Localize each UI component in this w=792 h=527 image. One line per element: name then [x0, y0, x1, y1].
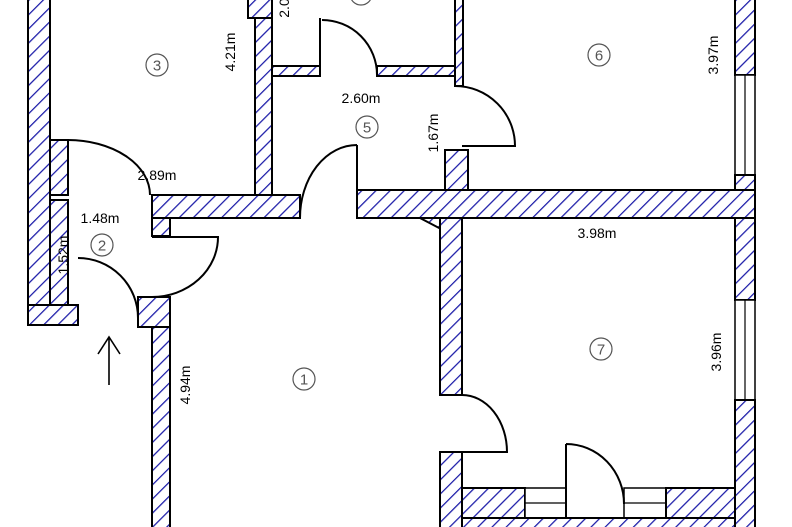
room-markers: 1 2 3 5 6 7: [90, 0, 613, 391]
dim-3-98: 3.98m: [578, 225, 617, 241]
door-room6: [454, 85, 517, 147]
room-7-circle: [589, 337, 613, 361]
dim-2-60: 2.60m: [342, 90, 381, 106]
wall-room3-left: [27, 0, 51, 326]
door-entrance: [77, 257, 139, 327]
dim-4-21: 4.21m: [222, 33, 238, 72]
wall-room1-top-left: [151, 194, 301, 219]
doors: [67, 18, 625, 518]
room-5-circle: [355, 115, 379, 139]
room-2-label: 2: [98, 238, 106, 255]
room-5-label: 5: [363, 120, 371, 137]
dim-4-94: 4.94m: [177, 366, 193, 405]
dim-1-52: 1.52m: [55, 236, 71, 275]
door-room7-left: [461, 394, 509, 453]
room-4-circle: [351, 0, 371, 6]
wall-room2-bottom: [27, 304, 79, 326]
room-1-label: 1: [300, 372, 308, 389]
wall-room3-right: [254, 0, 273, 196]
door-room1: [299, 144, 358, 219]
dim-3-96: 3.96m: [708, 333, 724, 372]
wall-room7-bottom-left: [461, 487, 526, 519]
room-2-circle: [90, 233, 114, 257]
walls: [27, 0, 756, 527]
up-arrow-icon: [97, 335, 121, 385]
room-6-circle: [587, 43, 611, 67]
wall-room7-bottom-right: [665, 487, 736, 519]
wall-room4-bottom-right: [376, 65, 463, 77]
dim-2-89: 2.89m: [138, 167, 177, 183]
wall-corner: [137, 296, 171, 328]
wall-room5-right: [444, 149, 469, 191]
wall-room6-right-bottom: [734, 174, 756, 191]
wall-room6-right-top: [734, 0, 756, 76]
wall-stub: [151, 217, 171, 237]
entrance-arrow: [97, 335, 121, 385]
dim-3-97: 3.97m: [705, 36, 721, 75]
room-3-label: 3: [153, 58, 161, 75]
wall-room1-left: [151, 326, 171, 527]
wall-room3-lower: [49, 139, 69, 196]
room-6-label: 6: [595, 48, 603, 65]
door-room4: [319, 18, 378, 76]
room-3-circle: [145, 53, 169, 77]
wall-room7-right-top: [734, 217, 756, 301]
wall-room7-left-bottom: [439, 451, 463, 527]
wall-room2-left: [49, 199, 69, 306]
dimensions: 2.89m 4.21m 2.0 2.60m 1.67m 3.97m 1.48m …: [55, 0, 724, 404]
room-1-circle: [292, 367, 316, 391]
room-7-label: 7: [597, 342, 605, 359]
wall-room7-left-top: [439, 217, 463, 396]
dim-2-0: 2.0: [276, 0, 292, 18]
door-room7-bottom: [565, 443, 625, 518]
door-room2-right: [151, 236, 220, 298]
wall-room7-top: [356, 189, 756, 219]
wall-room7-right-bottom: [734, 399, 756, 527]
wall-room4-bottom-left: [271, 65, 321, 77]
wall-room4-stub: [247, 0, 273, 19]
wall-bottom: [461, 517, 736, 527]
dim-1-48: 1.48m: [81, 210, 120, 226]
door-room3: [67, 139, 151, 196]
wall-room4-right: [454, 0, 464, 87]
dim-1-67: 1.67m: [425, 114, 441, 153]
